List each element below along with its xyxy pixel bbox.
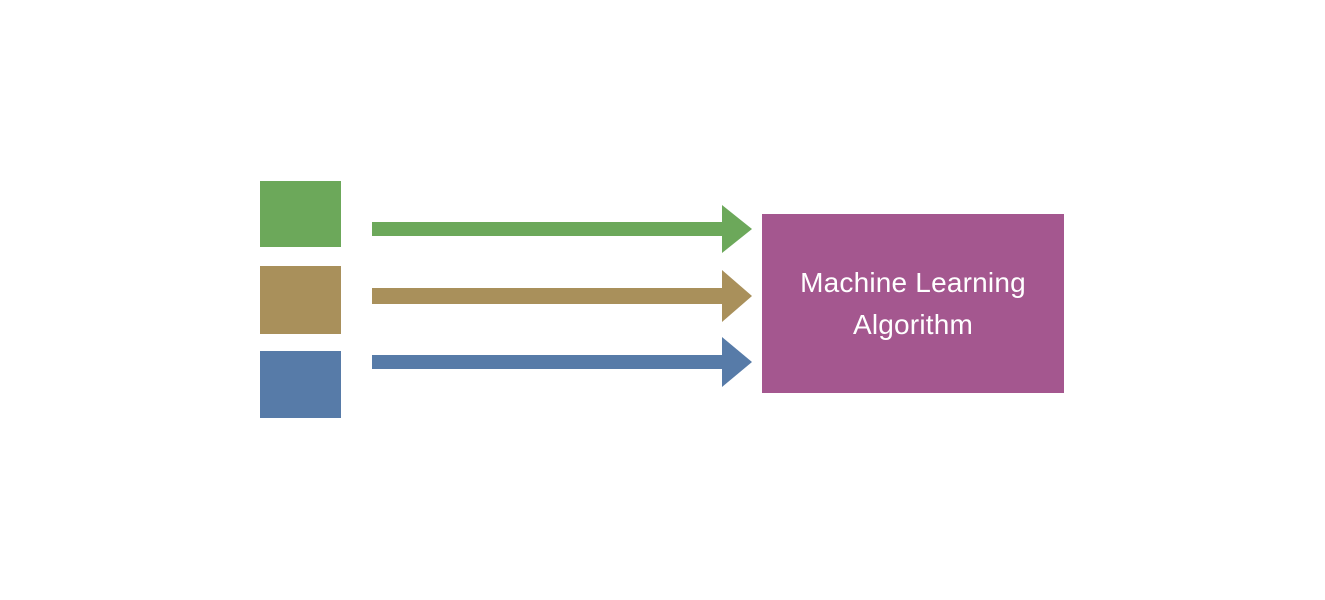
ml-box-line-1: Machine Learning	[800, 266, 1026, 298]
input-block-2[interactable]	[260, 266, 341, 334]
arrow-shape-1	[372, 205, 752, 253]
arrow-shape-2	[372, 270, 752, 322]
flow-arrow-3[interactable]	[372, 334, 752, 390]
input-block-1[interactable]	[260, 181, 341, 247]
machine-learning-algorithm-box[interactable]: Machine Learning Algorithm	[762, 214, 1064, 393]
flow-arrow-1[interactable]	[372, 201, 752, 257]
arrow-shape-3	[372, 337, 752, 387]
input-block-3[interactable]	[260, 351, 341, 418]
flow-arrow-2[interactable]	[372, 268, 752, 324]
ml-box-line-2: Algorithm	[852, 308, 974, 340]
